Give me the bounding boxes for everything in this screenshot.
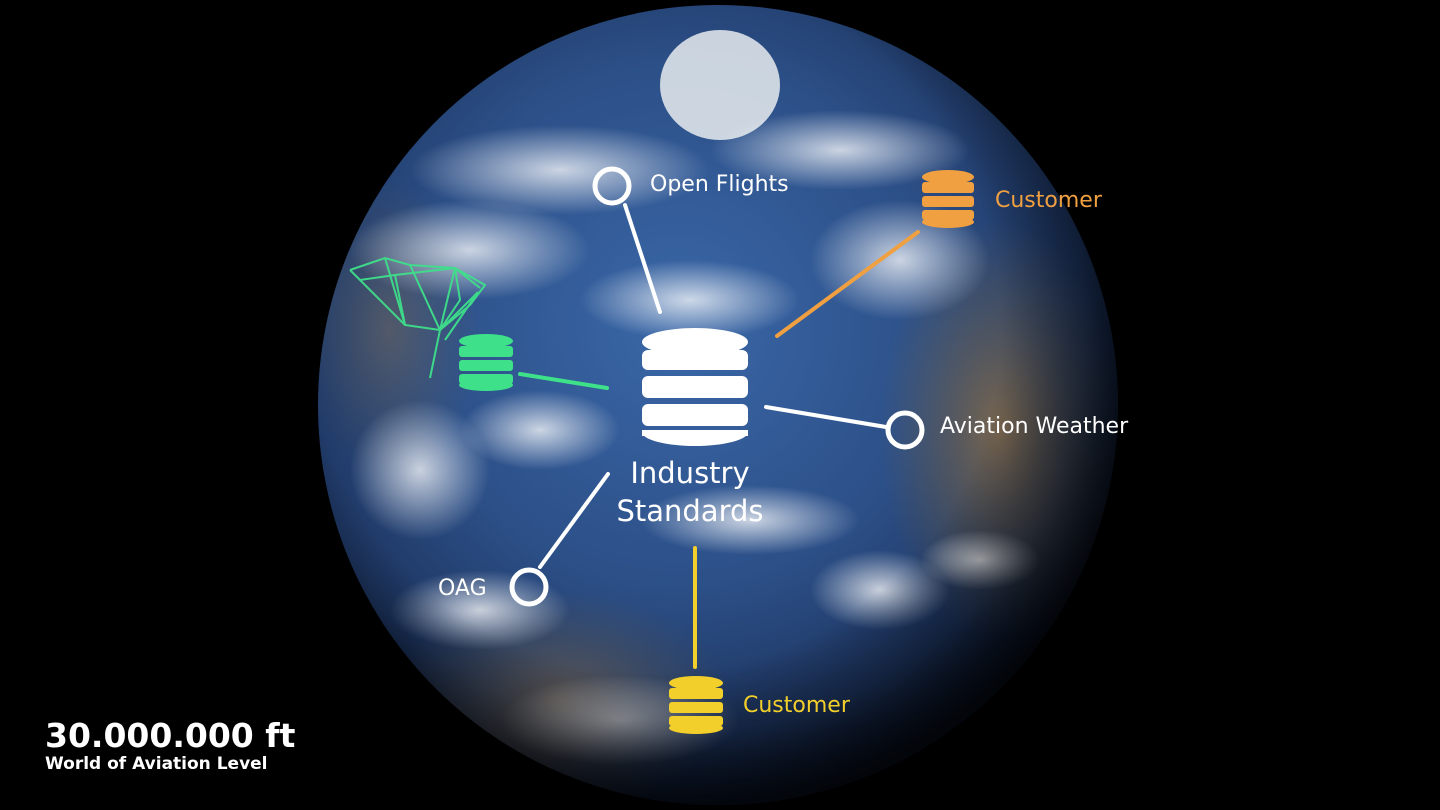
connector-open-flights <box>623 203 662 314</box>
label-industry-standards: Industry Standards <box>600 454 780 530</box>
label-open-flights: Open Flights <box>650 172 789 197</box>
altitude-caption: 30.000.000 ft World of Aviation Level <box>45 716 296 775</box>
customer-top-database-icon <box>922 170 974 228</box>
connector-aviation-weather <box>764 405 888 429</box>
connector-customer-top <box>775 230 920 338</box>
label-customer-bottom: Customer <box>743 693 850 718</box>
flight-network-map <box>349 256 487 379</box>
industry-standards-database-icon <box>642 328 748 446</box>
label-aviation-weather: Aviation Weather <box>940 414 1129 439</box>
customer-bottom-database-icon <box>669 676 723 734</box>
label-industry-standards-line1: Industry <box>630 456 750 490</box>
green-database-icon <box>459 334 513 391</box>
altitude-value: 30.000.000 ft <box>45 716 296 755</box>
label-industry-standards-line2: Standards <box>616 494 764 528</box>
label-oag: OAG <box>438 576 487 601</box>
connectors <box>518 203 920 669</box>
label-customer-top: Customer <box>995 188 1102 213</box>
open-flights-node <box>592 166 632 206</box>
connector-green-db <box>518 372 609 390</box>
oag-node <box>509 567 549 607</box>
altitude-subtitle: World of Aviation Level <box>45 754 268 774</box>
connector-oag <box>538 472 610 569</box>
aviation-weather-node <box>885 410 925 450</box>
